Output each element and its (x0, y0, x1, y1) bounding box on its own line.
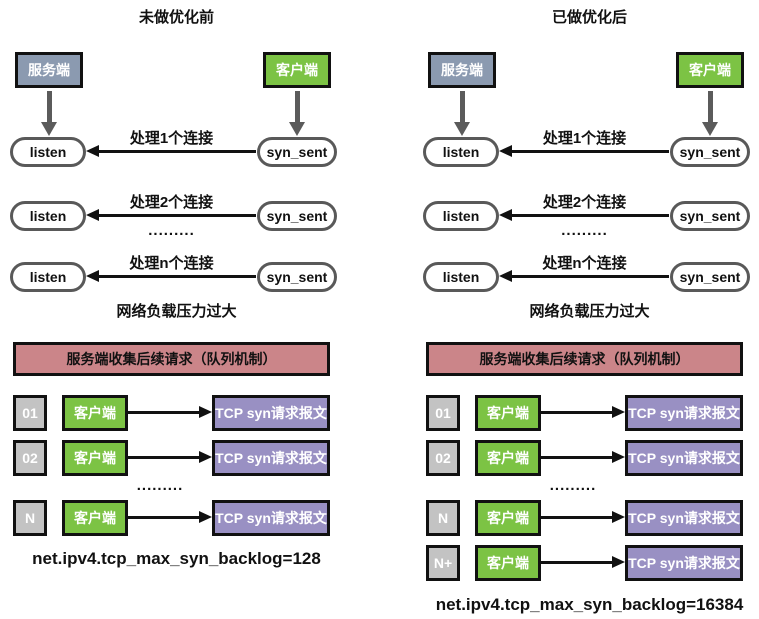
right-arrow-icon (541, 561, 614, 564)
right-arrow-icon (128, 456, 201, 459)
right-arrowhead-icon (612, 451, 625, 463)
right-arrowhead-icon (199, 406, 212, 418)
connection-row: 处理1个连接 listen syn_sent (423, 130, 756, 167)
queue-row: N 客户端 TCP syn请求报文 (423, 500, 756, 536)
queue-client-box: 客户端 (62, 440, 128, 476)
left-arrowhead-icon (499, 270, 512, 282)
listen-pill: listen (423, 262, 499, 292)
queue-row: 01 客户端 TCP syn请求报文 (423, 395, 756, 431)
left-arrow-icon (98, 275, 256, 278)
slot-box: 01 (13, 395, 47, 431)
left-arrowhead-icon (86, 145, 99, 157)
left-arrow-icon (98, 150, 256, 153)
sysctl-text: net.ipv4.tcp_max_syn_backlog=128 (32, 549, 321, 568)
right-arrowhead-icon (612, 406, 625, 418)
connection-row: 处理2个连接 listen syn_sent (423, 194, 756, 231)
right-arrow-icon (128, 516, 201, 519)
connection-label: 处理1个连接 (129, 130, 214, 147)
listen-pill: listen (10, 262, 86, 292)
slot-box: N+ (426, 545, 460, 581)
queue-row: 02 客户端 TCP syn请求报文 (423, 440, 756, 476)
server-box: 服务端 (15, 52, 83, 88)
packet-box: TCP syn请求报文 (625, 395, 743, 431)
right-arrowhead-icon (199, 511, 212, 523)
connection-row: 处理1个连接 listen syn_sent (10, 130, 343, 167)
packet-box: TCP syn请求报文 (212, 500, 330, 536)
queue-client-box: 客户端 (475, 440, 541, 476)
slot-box: N (426, 500, 460, 536)
queue-client-box: 客户端 (62, 500, 128, 536)
column-before-optimization: 未做优化前 服务端 客户端 处理1个连接 listen syn_sent 处理2… (10, 0, 343, 619)
overload-text: 网络负载压力过大 (529, 303, 650, 320)
ellipsis-dots: ......... (561, 222, 608, 239)
packet-box: TCP syn请求报文 (625, 440, 743, 476)
left-arrowhead-icon (499, 209, 512, 221)
sysctl-text: net.ipv4.tcp_max_syn_backlog=16384 (435, 595, 744, 614)
slot-box: N (13, 500, 47, 536)
syn-sent-pill: syn_sent (257, 137, 337, 167)
packet-box: TCP syn请求报文 (625, 545, 743, 581)
left-arrow-icon (511, 214, 669, 217)
left-arrowhead-icon (499, 145, 512, 157)
column-title: 已做优化后 (551, 9, 627, 26)
right-arrow-icon (128, 411, 201, 414)
column-title: 未做优化前 (138, 9, 214, 26)
queue-row: N 客户端 TCP syn请求报文 (10, 500, 343, 536)
queue-client-box: 客户端 (475, 395, 541, 431)
server-box: 服务端 (428, 52, 496, 88)
connection-label: 处理n个连接 (129, 255, 214, 272)
connection-row: 处理2个连接 listen syn_sent (10, 194, 343, 231)
connection-label: 处理1个连接 (542, 130, 627, 147)
listen-pill: listen (10, 201, 86, 231)
ellipsis-dots: ......... (148, 222, 195, 239)
right-arrowhead-icon (199, 451, 212, 463)
left-arrowhead-icon (86, 209, 99, 221)
queue-row: 01 客户端 TCP syn请求报文 (10, 395, 343, 431)
left-arrow-icon (511, 275, 669, 278)
ellipsis-dots: ......... (549, 477, 597, 494)
queue-client-box: 客户端 (475, 500, 541, 536)
queue-client-box: 客户端 (62, 395, 128, 431)
left-arrowhead-icon (86, 270, 99, 282)
right-arrowhead-icon (612, 556, 625, 568)
slot-box: 02 (13, 440, 47, 476)
syn-sent-pill: syn_sent (257, 262, 337, 292)
syn-sent-pill: syn_sent (670, 262, 750, 292)
queue-row: N+ 客户端 TCP syn请求报文 (423, 545, 756, 581)
right-arrow-icon (541, 516, 614, 519)
ellipsis-dots: ......... (136, 477, 184, 494)
queue-banner: 服务端收集后续请求（队列机制） (426, 342, 743, 376)
queue-row: 02 客户端 TCP syn请求报文 (10, 440, 343, 476)
syn-sent-pill: syn_sent (670, 137, 750, 167)
client-box: 客户端 (676, 52, 744, 88)
packet-box: TCP syn请求报文 (212, 395, 330, 431)
right-arrow-icon (541, 456, 614, 459)
queue-client-box: 客户端 (475, 545, 541, 581)
syn-sent-pill: syn_sent (257, 201, 337, 231)
queue-banner: 服务端收集后续请求（队列机制） (13, 342, 330, 376)
connection-row: 处理n个连接 listen syn_sent (10, 255, 343, 292)
connection-label: 处理2个连接 (129, 194, 214, 211)
packet-box: TCP syn请求报文 (625, 500, 743, 536)
listen-pill: listen (10, 137, 86, 167)
overload-text: 网络负载压力过大 (116, 303, 237, 320)
listen-pill: listen (423, 137, 499, 167)
slot-box: 02 (426, 440, 460, 476)
right-arrowhead-icon (612, 511, 625, 523)
slot-box: 01 (426, 395, 460, 431)
syn-sent-pill: syn_sent (670, 201, 750, 231)
packet-box: TCP syn请求报文 (212, 440, 330, 476)
left-arrow-icon (511, 150, 669, 153)
connection-label: 处理2个连接 (542, 194, 627, 211)
column-after-optimization: 已做优化后 服务端 客户端 处理1个连接 listen syn_sent 处理2… (423, 0, 756, 619)
left-arrow-icon (98, 214, 256, 217)
connection-label: 处理n个连接 (542, 255, 627, 272)
client-box: 客户端 (263, 52, 331, 88)
connection-row: 处理n个连接 listen syn_sent (423, 255, 756, 292)
listen-pill: listen (423, 201, 499, 231)
right-arrow-icon (541, 411, 614, 414)
